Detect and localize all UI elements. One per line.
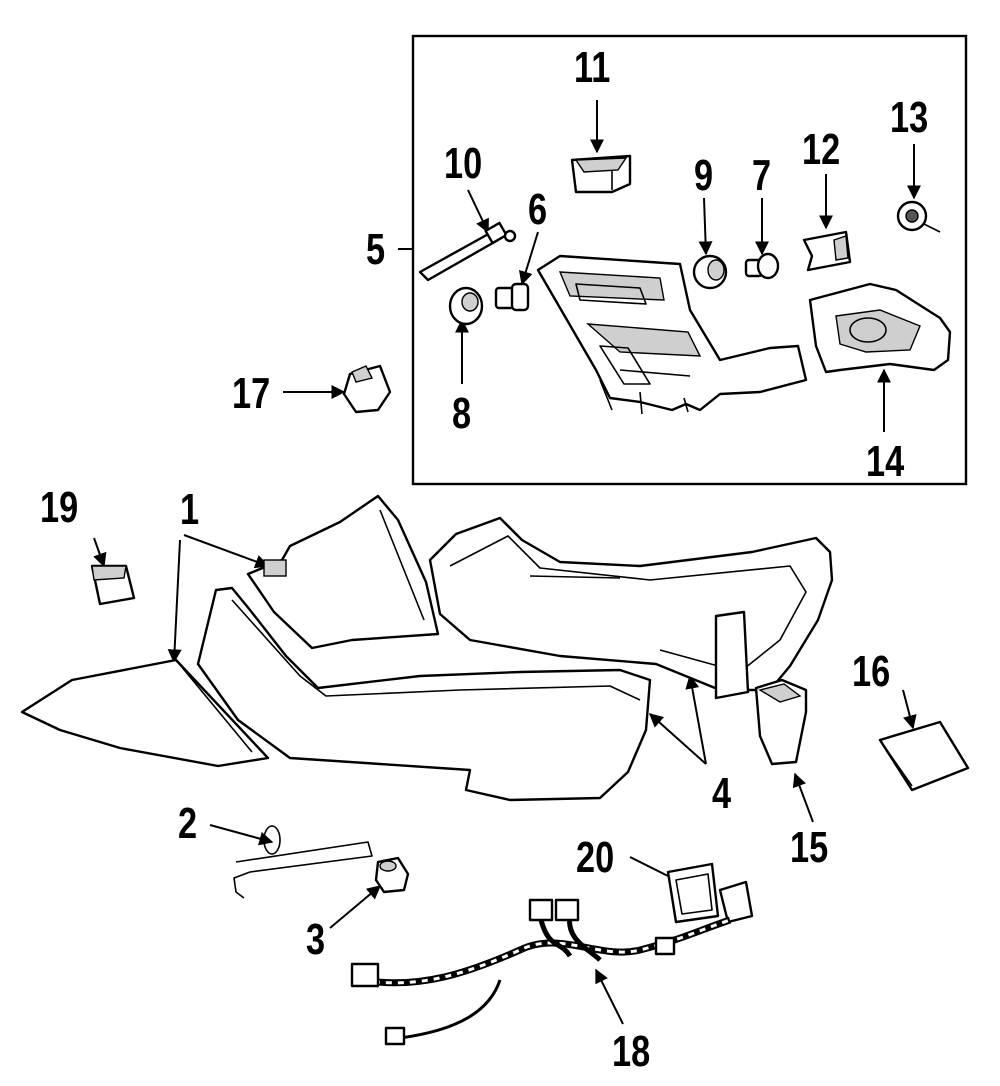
part-18-wiring-harness: [350, 898, 732, 1046]
callout-2: 2: [178, 799, 198, 848]
callout-11: 11: [574, 43, 611, 92]
part-11-ashtray: [570, 154, 632, 194]
part-4-console-base: [196, 586, 652, 802]
part-14-cupholder: [808, 282, 952, 374]
leader-3: [329, 885, 382, 929]
leader-lines: [93, 100, 921, 1025]
leader-4b: [648, 713, 707, 765]
part-10-strut: [418, 221, 517, 282]
callout-13: 13: [890, 93, 929, 142]
callout-20: 20: [576, 833, 615, 882]
part-20-connector: [666, 862, 754, 924]
leader-15: [792, 772, 814, 823]
callout-14: 14: [866, 437, 905, 486]
part-9-knob: [692, 254, 728, 290]
inset-box: [411, 34, 968, 486]
part-1-side-panel-front: [20, 658, 270, 768]
leader-19: [93, 537, 107, 568]
part-13-socket: [896, 200, 941, 233]
callout-4: 4: [712, 769, 732, 818]
part-12-cover: [802, 230, 852, 272]
callout-12: 12: [802, 125, 841, 174]
leader-1a: [183, 534, 270, 569]
part-6-bulb: [494, 282, 530, 312]
callout-19: 19: [40, 483, 79, 532]
part-2-rod: [233, 825, 373, 899]
leader-16: [902, 689, 917, 730]
callout-1: 1: [180, 485, 200, 534]
callout-16: 16: [852, 647, 891, 696]
leader-1b: [167, 539, 182, 664]
part-16-pad: [878, 720, 970, 792]
callout-10: 10: [444, 139, 483, 188]
callout-5: 5: [366, 225, 386, 274]
part-8-knob: [448, 286, 484, 326]
callout-7: 7: [752, 151, 772, 200]
callout-18: 18: [612, 1027, 651, 1076]
part-5-console-bezel: [536, 254, 808, 415]
leader-4a: [685, 674, 707, 765]
callout-3: 3: [306, 915, 326, 964]
callout-15: 15: [790, 823, 829, 872]
leader-10: [467, 189, 489, 234]
callout-8: 8: [452, 389, 472, 438]
leader-2: [209, 824, 274, 846]
part-3-bushing: [374, 856, 410, 894]
leader-6: [519, 231, 539, 286]
part-19-clip: [90, 564, 136, 606]
callout-9: 9: [694, 151, 714, 200]
leader-9: [698, 197, 713, 256]
callout-17: 17: [232, 369, 271, 418]
part-17-switch: [342, 364, 392, 414]
part-15-cup-insert: [754, 678, 808, 766]
callout-6: 6: [528, 185, 548, 234]
part-4-console-lid: [428, 516, 834, 700]
leader-18: [595, 968, 624, 1025]
part-1-side-panel-rear: [246, 494, 440, 650]
part-7-knob: [744, 252, 780, 280]
